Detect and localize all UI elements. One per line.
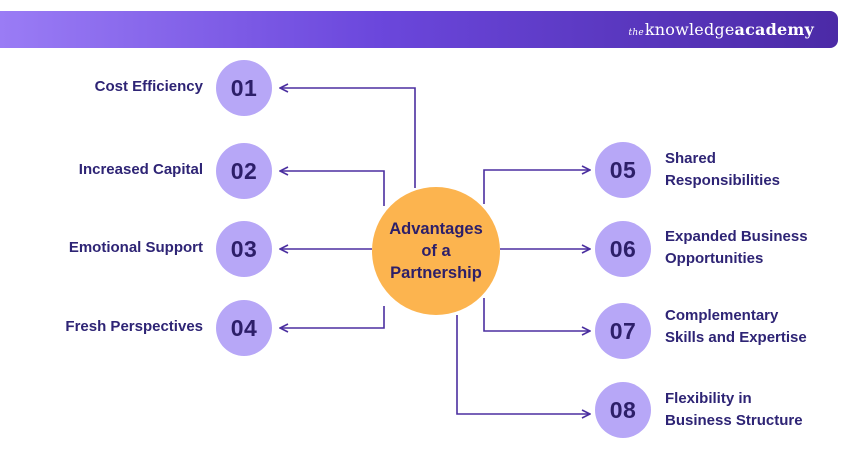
center-title-line3: Partnership (390, 264, 482, 282)
label-emotional-support: Emotional Support (68, 239, 203, 256)
label-complementary-skills: Complementary Skills and Expertise (665, 305, 807, 349)
label-06-line2: Opportunities (665, 250, 764, 267)
label-05-line1: Shared (665, 150, 716, 167)
number-badge-06: 06 (595, 221, 651, 277)
label-08-line2: Business Structure (665, 412, 803, 429)
label-fresh-perspectives: Fresh Perspectives (65, 318, 203, 335)
label-08-line1: Flexibility in (665, 390, 752, 407)
brand-academy: academy (734, 20, 814, 39)
number-badge-03: 03 (216, 221, 272, 277)
arrow-to-08 (456, 315, 589, 414)
number-badge-04: 04 (216, 300, 272, 356)
number-badge-01: 01 (216, 60, 272, 116)
brand-logo: theknowledgeacademy (629, 20, 815, 39)
arrow-to-05 (483, 170, 589, 204)
brand-prefix: the (628, 28, 644, 38)
center-title-line2: of a (421, 242, 451, 260)
arrow-to-04 (281, 306, 385, 328)
label-expanded-business: Expanded Business Opportunities (665, 226, 808, 270)
arrow-to-07 (483, 298, 589, 331)
number-badge-02: 02 (216, 143, 272, 199)
label-flexibility: Flexibility in Business Structure (665, 388, 803, 432)
number-badge-07: 07 (595, 303, 651, 359)
label-07-line1: Complementary (665, 307, 779, 324)
arrow-to-01 (281, 88, 416, 188)
arrow-to-02 (281, 171, 385, 206)
center-node: Advantages of a Partnership (372, 187, 500, 315)
label-shared-responsibilities: Shared Responsibilities (665, 148, 780, 192)
number-badge-05: 05 (595, 142, 651, 198)
label-06-line1: Expanded Business (665, 228, 808, 245)
label-07-line2: Skills and Expertise (665, 329, 807, 346)
label-cost-efficiency: Cost Efficiency (94, 78, 203, 95)
brand-knowledge: knowledge (644, 20, 735, 39)
center-title-line1: Advantages (389, 220, 483, 238)
label-increased-capital: Increased Capital (78, 161, 203, 178)
header-banner (0, 11, 838, 48)
number-badge-08: 08 (595, 382, 651, 438)
label-05-line2: Responsibilities (665, 172, 781, 189)
